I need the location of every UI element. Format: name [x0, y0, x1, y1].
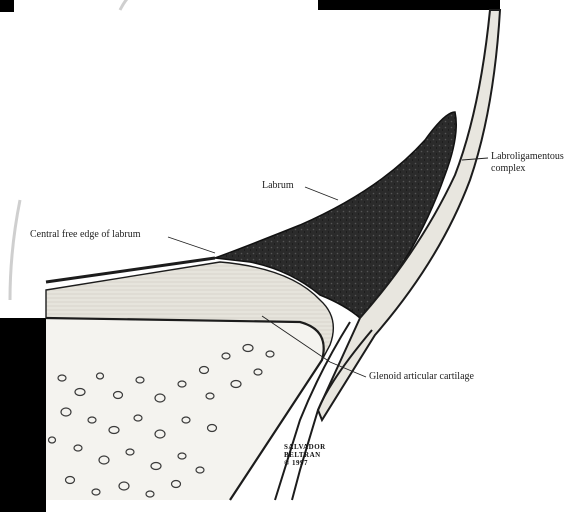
label-labroligamentous-complex: Labroligamentous complex: [491, 151, 564, 175]
corner-black-block-top: [0, 0, 14, 12]
label-central-free-edge: Central free edge of labrum: [30, 229, 141, 240]
top-black-bar: [318, 0, 500, 10]
artist-signature: SALVADOR BELTRAN © 1997: [284, 443, 326, 467]
label-labroligamentous-line2: complex: [491, 163, 564, 175]
signature-line1: SALVADOR: [284, 443, 326, 451]
label-glenoid-articular-cartilage: Glenoid articular cartilage: [369, 371, 474, 382]
signature-line3: © 1997: [284, 459, 326, 467]
signature-line2: BELTRAN: [284, 451, 326, 459]
label-labrum: Labrum: [262, 180, 294, 191]
label-labroligamentous-line1: Labroligamentous: [491, 151, 564, 163]
corner-black-block-bottom: [0, 318, 46, 512]
